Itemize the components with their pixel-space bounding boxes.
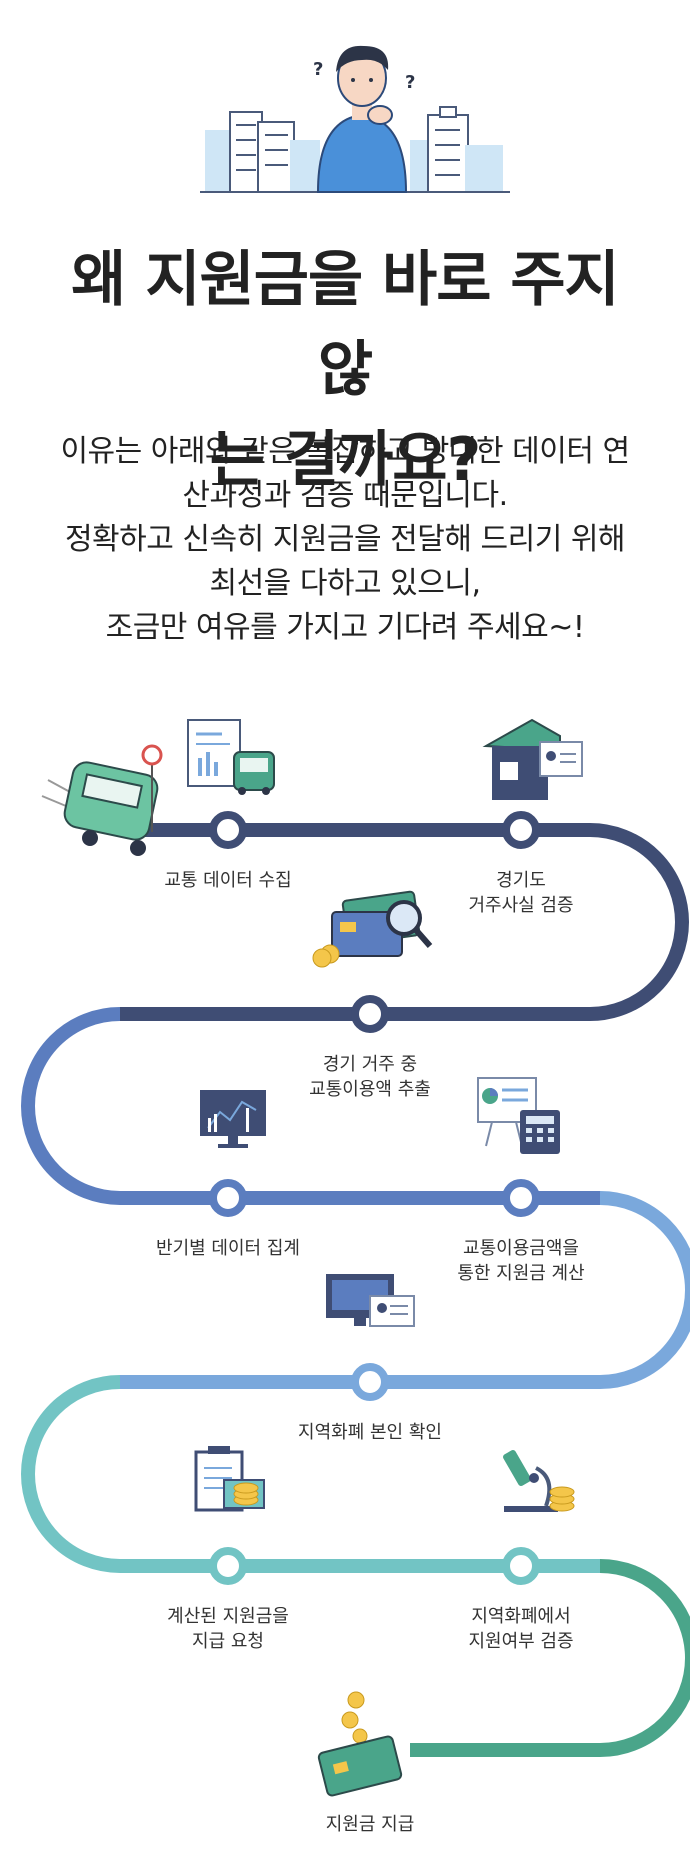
step-node xyxy=(502,811,540,849)
flow-segment-5 xyxy=(410,1559,690,1757)
bus-icon xyxy=(41,744,163,856)
thinking-person-icon: ? ? xyxy=(313,45,415,193)
city-buildings-icon xyxy=(200,106,510,193)
clipboard-coins-icon xyxy=(194,1446,265,1512)
step-label-7: 계산된 지원금을 지급 요청 xyxy=(167,1606,289,1652)
id-check-icon xyxy=(326,1274,415,1327)
step-node xyxy=(209,811,247,849)
step-label-1: 교통 데이터 수집 xyxy=(164,870,292,891)
monitor-chart-icon xyxy=(200,1090,266,1148)
description-line: 이유는 아래와 같은 복잡하고 방대한 데이터 연 xyxy=(60,434,630,469)
page-title-line: 왜 지원금을 바로 주지 않 xyxy=(71,245,619,405)
process-flow: 교통 데이터 수집 경기도 거주사실 검증 경기 거주 중 교통이용액 추출 반… xyxy=(0,700,690,1855)
flow-segment-4 xyxy=(21,1375,600,1573)
payment-card-icon xyxy=(317,1691,403,1797)
description: 이유는 아래와 같은 복잡하고 방대한 데이터 연 산과정과 검증 때문입니다.… xyxy=(35,430,655,650)
step-label-9: 지원금 지급 xyxy=(325,1814,415,1835)
step-node xyxy=(209,1547,247,1585)
house-icon xyxy=(482,718,583,800)
description-line: 산과정과 검증 때문입니다. xyxy=(182,478,508,513)
step-node xyxy=(351,1363,389,1401)
step-label-8: 지역화폐에서 지원여부 검증 xyxy=(468,1606,574,1652)
description-line: 최선을 다하고 있으니, xyxy=(209,566,481,601)
step-label-2: 경기도 거주사실 검증 xyxy=(468,870,574,916)
step-node xyxy=(209,1179,247,1217)
microscope-icon xyxy=(503,1450,575,1512)
flow-segment-1 xyxy=(120,823,689,1021)
step-label-6: 지역화폐 본인 확인 xyxy=(298,1422,442,1443)
card-magnifier-icon xyxy=(312,890,433,968)
svg-text:?: ? xyxy=(313,59,323,80)
step-node xyxy=(502,1547,540,1585)
flow-segment-2 xyxy=(21,1007,600,1205)
step-label-3: 경기 거주 중 교통이용액 추출 xyxy=(309,1054,431,1100)
description-line: 정확하고 신속히 지원금을 전달해 드리기 위해 xyxy=(64,522,626,557)
step-label-4: 반기별 데이터 집계 xyxy=(156,1238,300,1259)
page-title-line: 는 걸까요? xyxy=(209,425,482,495)
step-node xyxy=(351,995,389,1033)
step-node xyxy=(502,1179,540,1217)
step-label-5: 교통이용금액을 통한 지원금 계산 xyxy=(457,1238,585,1284)
hero-illustration: ? ? xyxy=(200,45,510,193)
receipt-bus-icon xyxy=(187,719,275,795)
page-title: 왜 지원금을 바로 주지 않 는 걸까요? xyxy=(40,235,650,505)
flow-path xyxy=(21,718,690,1797)
description-line: 조금만 여유를 가지고 기다려 주세요~! xyxy=(105,610,585,645)
calculator-icon xyxy=(477,1077,560,1154)
flow-segment-3 xyxy=(120,1191,690,1389)
svg-text:?: ? xyxy=(405,72,415,93)
